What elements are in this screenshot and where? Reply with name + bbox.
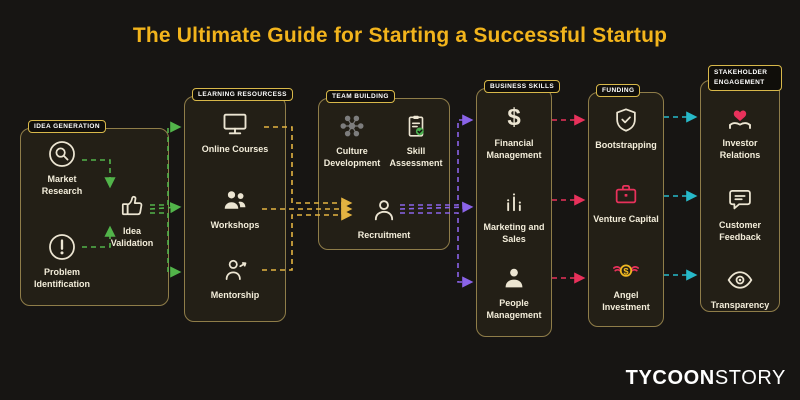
panel-header: BUSINESS SKILLS xyxy=(484,80,561,93)
item-online-courses: Online Courses xyxy=(200,109,270,156)
item-bootstrapping: Bootstrapping xyxy=(591,105,661,152)
item-mentorship: Mentorship xyxy=(200,255,270,302)
panel-header: STAKEHOLDER ENGAGEMENT xyxy=(708,65,782,91)
item-marketing-and-sales: Marketing and Sales xyxy=(479,187,549,245)
item-customer-feedback: Customer Feedback xyxy=(705,185,775,243)
exclamation-icon xyxy=(48,232,76,262)
eye-icon xyxy=(725,265,755,295)
item-people-management: People Management xyxy=(479,263,549,321)
shield-check-icon xyxy=(612,105,640,135)
item-skill-assessment: Skill Assessment xyxy=(385,111,447,169)
item-label: Financial Management xyxy=(486,138,542,160)
panel-header: TEAM BUILDING xyxy=(326,90,395,103)
monitor-icon xyxy=(220,109,250,139)
item-label: Customer Feedback xyxy=(718,220,761,242)
item-label: Venture Capital xyxy=(593,214,659,224)
brand-part2: STORY xyxy=(714,367,786,389)
panel-header: IDEA GENERATION xyxy=(28,120,106,133)
search-icon xyxy=(48,139,76,169)
item-label: Marketing and Sales xyxy=(483,222,545,244)
item-label: Problem Identification xyxy=(34,267,90,289)
chat-bubble-icon xyxy=(726,185,754,215)
panel-business-skills: BUSINESS SKILLS $ Financial Management M… xyxy=(476,80,561,337)
svg-text:$: $ xyxy=(623,266,629,276)
person-icon xyxy=(370,195,398,225)
panel-stakeholder-engagement: STAKEHOLDER ENGAGEMENT Investor Relation… xyxy=(700,65,782,312)
item-market-research: Market Research xyxy=(27,139,97,197)
mentor-icon xyxy=(221,255,249,285)
item-label: People Management xyxy=(486,298,542,320)
item-label: Online Courses xyxy=(201,144,269,154)
people-group-icon xyxy=(220,185,250,215)
item-label: Investor Relations xyxy=(719,138,761,160)
item-label: Bootstrapping xyxy=(595,140,657,150)
bar-chart-icon xyxy=(500,187,528,217)
panel-header: FUNDING xyxy=(596,84,641,97)
person-icon xyxy=(500,263,528,293)
briefcase-icon xyxy=(612,179,640,209)
item-label: Market Research xyxy=(41,174,83,196)
item-label: Angel Investment xyxy=(602,290,650,312)
item-angel-investment: $ Angel Investment xyxy=(591,255,661,313)
winged-money-icon: $ xyxy=(611,255,641,285)
item-label: Recruitment xyxy=(357,230,411,240)
dollar-icon: $ xyxy=(507,104,521,131)
network-icon xyxy=(337,111,367,141)
item-label: Transparency xyxy=(710,300,770,310)
brand-logo: TYCOONSTORY xyxy=(626,367,786,390)
heart-hands-icon xyxy=(725,103,755,133)
brand-part1: TYCOON xyxy=(625,367,715,389)
item-investor-relations: Investor Relations xyxy=(705,103,775,161)
item-financial-management: $ Financial Management xyxy=(479,103,549,161)
item-problem-identification: Problem Identification xyxy=(27,232,97,290)
panel-learning-resources: LEARNING RESOURCESS Online Courses Works… xyxy=(184,88,293,322)
item-recruitment: Recruitment xyxy=(351,195,417,242)
page-title: The Ultimate Guide for Starting a Succes… xyxy=(132,24,668,47)
item-label: Mentorship xyxy=(210,290,260,300)
item-venture-capital: Venture Capital xyxy=(591,179,661,226)
thumbs-up-icon xyxy=(119,191,145,221)
item-label: Idea Validation xyxy=(110,226,154,248)
item-workshops: Workshops xyxy=(200,185,270,232)
clipboard-check-icon xyxy=(403,111,429,141)
panel-team-building: TEAM BUILDING Culture Development xyxy=(318,90,450,250)
panel-funding: FUNDING Bootstrapping Venture Capital xyxy=(588,84,664,327)
item-transparency: Transparency xyxy=(705,265,775,312)
item-culture-development: Culture Development xyxy=(321,111,383,169)
panel-idea-generation: IDEA GENERATION Market Research Problem … xyxy=(20,120,169,306)
item-label: Culture Development xyxy=(323,146,381,168)
item-idea-validation: Idea Validation xyxy=(101,191,163,249)
panel-header: LEARNING RESOURCESS xyxy=(192,88,293,101)
item-label: Skill Assessment xyxy=(389,146,443,168)
item-label: Workshops xyxy=(210,220,260,230)
